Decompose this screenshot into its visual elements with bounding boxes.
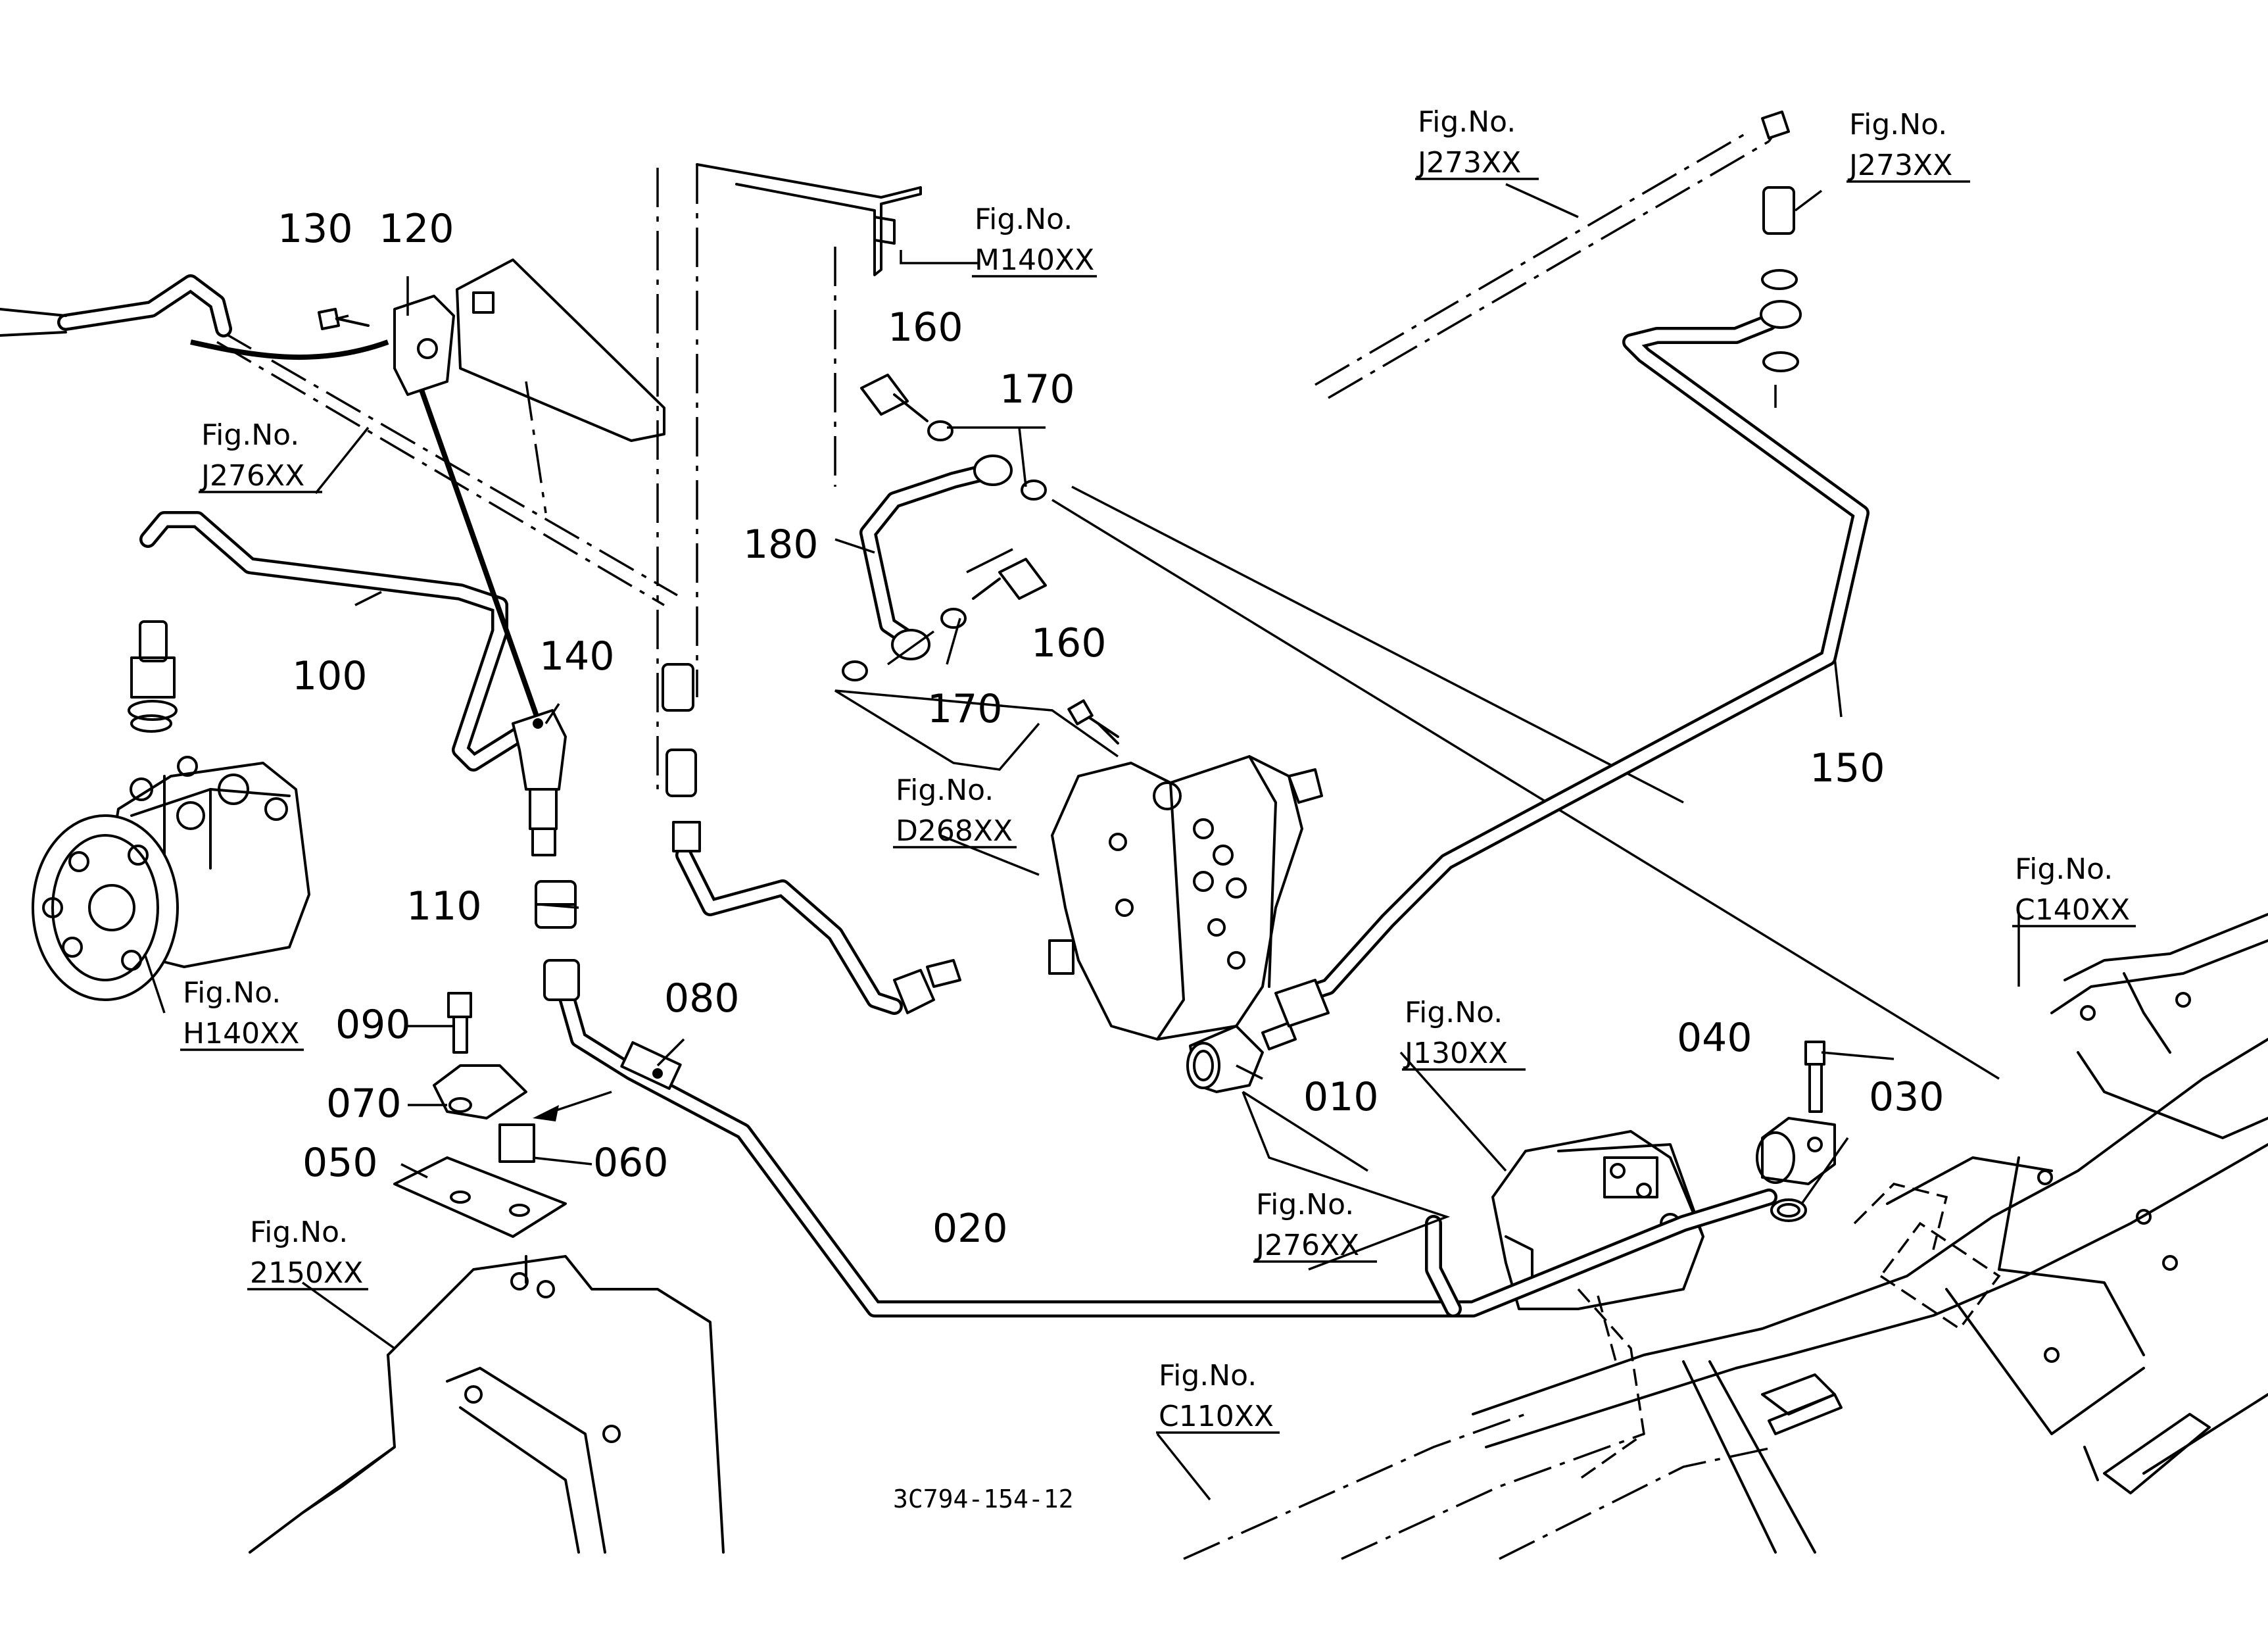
fig-ref-c110xx: Fig.No. C110XX <box>1156 1359 1280 1434</box>
svg-text:Fig.No.: Fig.No. <box>896 774 994 807</box>
part-label-170-top: 170 <box>1000 366 1075 412</box>
diagram-code: 3C794-154-12 <box>893 1485 1074 1513</box>
svg-text:J276XX: J276XX <box>199 459 304 493</box>
svg-text:J273XX: J273XX <box>1847 149 1952 182</box>
part-label-140: 140 <box>539 633 615 679</box>
svg-text:C110XX: C110XX <box>1159 1400 1274 1433</box>
part-label-170-bottom: 170 <box>927 686 1003 732</box>
svg-text:2150XX: 2150XX <box>250 1256 363 1290</box>
svg-text:Fig.No.: Fig.No. <box>201 418 299 452</box>
figure-references: Fig.No. M140XX Fig.No. J276XX Fig.No. J2… <box>180 105 2136 1434</box>
svg-text:C140XX: C140XX <box>2015 893 2130 927</box>
svg-text:J273XX: J273XX <box>1416 146 1521 180</box>
part-label-150: 150 <box>1810 745 1885 791</box>
leader-lines <box>143 183 2020 1501</box>
fig-ref-m140xx: Fig.No. M140XX <box>972 203 1097 278</box>
control-valve-d268xx <box>834 689 1323 1041</box>
svg-text:D268XX: D268XX <box>896 814 1013 848</box>
fittings <box>318 111 1836 1238</box>
part-label-130: 130 <box>277 206 353 252</box>
fig-ref-j130xx: Fig.No. J130XX <box>1402 996 1526 1071</box>
part-label-160-top: 160 <box>888 305 963 351</box>
part-label-080: 080 <box>664 975 740 1021</box>
svg-text:Fig.No.: Fig.No. <box>1849 108 1947 141</box>
part-label-120: 120 <box>379 206 454 252</box>
fig-ref-h140xx: Fig.No. H140XX <box>180 976 304 1051</box>
fig-ref-j273xx-left: Fig.No. J273XX <box>1415 105 1539 180</box>
part-label-060: 060 <box>593 1140 669 1186</box>
svg-text:Fig.No.: Fig.No. <box>975 203 1073 236</box>
background-structure <box>216 120 2268 1560</box>
svg-text:M140XX: M140XX <box>975 243 1094 277</box>
part-label-090: 090 <box>335 1002 411 1048</box>
svg-text:Fig.No.: Fig.No. <box>1418 105 1516 139</box>
part-labels: 130 120 160 170 180 160 170 100 140 110 … <box>277 206 1944 1252</box>
fig-ref-j276xx-upper: Fig.No. J276XX <box>199 418 322 493</box>
part-label-070: 070 <box>326 1081 402 1127</box>
svg-text:H140XX: H140XX <box>183 1017 299 1050</box>
part-label-100: 100 <box>292 653 368 699</box>
svg-text:Fig.No.: Fig.No. <box>183 976 281 1010</box>
svg-text:J276XX: J276XX <box>1254 1229 1359 1262</box>
fig-ref-c140xx: Fig.No. C140XX <box>2012 852 2136 927</box>
steering-unit-h140xx <box>32 620 310 1001</box>
part-label-020: 020 <box>932 1206 1008 1252</box>
part-label-040: 040 <box>1677 1015 1752 1061</box>
svg-text:J130XX: J130XX <box>1403 1037 1508 1070</box>
svg-text:Fig.No.: Fig.No. <box>1159 1359 1257 1392</box>
pipes <box>0 274 1870 1317</box>
part-label-110: 110 <box>406 883 482 929</box>
fig-ref-j273xx-right: Fig.No. J273XX <box>1846 108 1970 183</box>
svg-text:Fig.No.: Fig.No. <box>250 1216 348 1249</box>
fig-ref-j276xx-lower: Fig.No. J276XX <box>1253 1188 1377 1263</box>
part-label-050: 050 <box>302 1140 378 1186</box>
svg-text:Fig.No.: Fig.No. <box>1405 996 1503 1029</box>
svg-text:Fig.No.: Fig.No. <box>2015 852 2113 886</box>
svg-text:Fig.No.: Fig.No. <box>1256 1188 1354 1221</box>
fig-ref-2150xx: Fig.No. 2150XX <box>247 1216 368 1291</box>
part-label-010: 010 <box>1303 1074 1379 1120</box>
part-label-030: 030 <box>1869 1074 1944 1120</box>
fig-ref-d268xx: Fig.No. D268XX <box>893 774 1017 848</box>
part-label-180: 180 <box>743 522 819 568</box>
part-label-160-bottom: 160 <box>1031 620 1107 666</box>
